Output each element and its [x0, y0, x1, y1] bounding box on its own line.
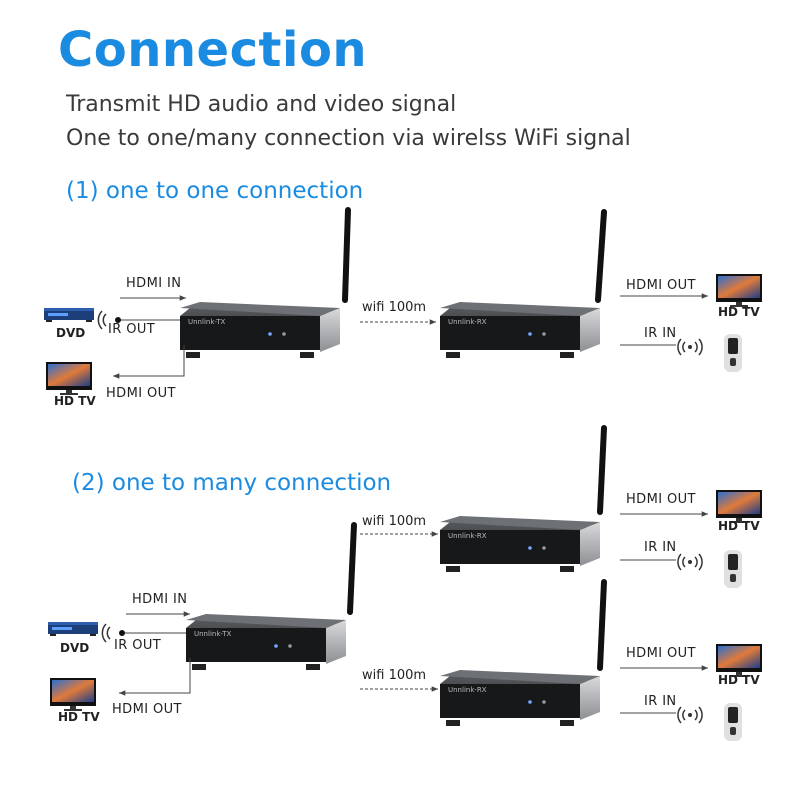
tx2-device	[186, 614, 346, 670]
rx2a-hdmi-out-label: HDMI OUT	[626, 492, 696, 507]
rx2a-device	[440, 516, 600, 572]
wifi-1-label: wifi 100m	[362, 300, 427, 315]
rx1-ir-in-label: IR IN	[644, 326, 677, 341]
subtitle-line-1: Transmit HD audio and video signal	[66, 92, 457, 117]
tx1-brand: Unnlink-TX	[188, 318, 226, 326]
remote-2a	[724, 550, 742, 588]
rx2b-ir-in-label: IR IN	[644, 694, 677, 709]
rx1-brand: Unnlink-RX	[448, 318, 487, 326]
tx2-hdmi-out-label: HDMI OUT	[112, 702, 182, 717]
tx2-antenna	[347, 522, 357, 615]
rx2a-brand: Unnlink-RX	[448, 532, 487, 540]
tx1-hdmi-out-label: HDMI OUT	[106, 386, 176, 401]
tx1-hdmi-out-arrow	[113, 345, 185, 379]
remote-2b	[724, 703, 742, 741]
tx2-hdmi-in-label: HDMI IN	[132, 592, 188, 607]
subtitle-line-2: One to one/many connection via wirelss W…	[66, 126, 631, 151]
section-heading-one-to-many: (2) one to many connection	[72, 470, 392, 496]
rx1-antenna	[595, 209, 607, 303]
section-heading-one-to-one: (1) one to one connection	[66, 178, 364, 204]
rx1-device	[440, 302, 600, 358]
rx2a-ir-in-label: IR IN	[644, 540, 677, 555]
wifi-2a-label: wifi 100m	[362, 514, 427, 529]
tx2-ir-out-label: IR OUT	[114, 638, 162, 653]
tx2-hdmi-out-arrow	[119, 658, 191, 696]
dvd-1-label: DVD	[56, 326, 86, 340]
rx2b-antenna	[597, 579, 607, 671]
tx2-brand: Unnlink-TX	[194, 630, 232, 638]
tx1-ir-out-label: IR OUT	[108, 322, 156, 337]
tx1-hdmi-in-label: HDMI IN	[126, 276, 182, 291]
rx2b-hdtv-label: HD TV	[718, 673, 760, 687]
local-hdtv-1-label: HD TV	[54, 394, 96, 408]
tx1-antenna	[342, 207, 351, 303]
tx1-device	[180, 302, 340, 358]
local-hdtv-2-label: HD TV	[58, 710, 100, 724]
local-hdtv-2	[50, 678, 96, 711]
rx1-hdtv	[716, 274, 762, 307]
dvd-2-label: DVD	[60, 641, 90, 655]
local-hdtv-1	[46, 362, 92, 395]
rx2b-device	[440, 670, 600, 726]
rx1-hdmi-out-label: HDMI OUT	[626, 278, 696, 293]
rx2a-hdtv-label: HD TV	[718, 519, 760, 533]
rx2b-brand: Unnlink-RX	[448, 686, 487, 694]
rx2b-hdmi-out-label: HDMI OUT	[626, 646, 696, 661]
rx1-hdtv-label: HD TV	[718, 305, 760, 319]
wifi-2b-label: wifi 100m	[362, 668, 427, 683]
dvd-1	[44, 308, 94, 322]
page-title: Connection	[58, 22, 368, 78]
remote-1	[724, 334, 742, 372]
dvd-2	[48, 622, 98, 636]
rx2a-antenna	[597, 425, 607, 515]
